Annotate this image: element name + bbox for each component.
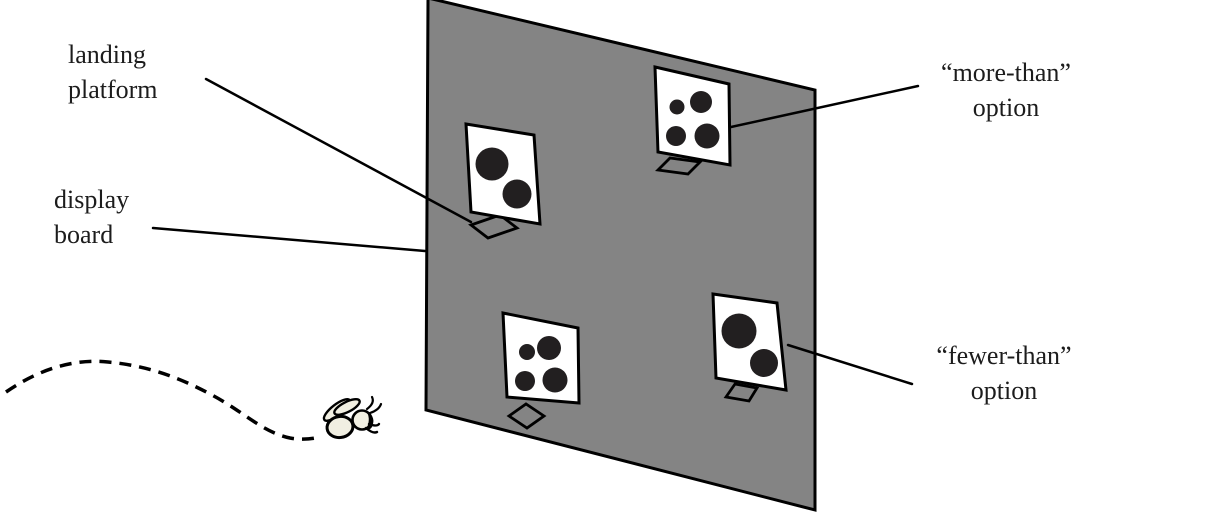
stimulus-dots-top-right	[666, 91, 720, 149]
fly-antenna	[365, 395, 374, 411]
stimulus-card-face	[501, 311, 581, 405]
stimulus-dot	[542, 367, 568, 393]
landing-platform-bottom-left	[506, 402, 547, 430]
display-board	[424, 0, 817, 512]
stimulus-dots-bottom-left	[515, 336, 568, 393]
stimulus-dot	[669, 99, 685, 115]
landing-platform-label-line1: landing	[68, 40, 146, 69]
stimulus-dot	[694, 123, 720, 149]
fly-leg-2	[367, 422, 381, 427]
stimulus-dots-bottom-right	[721, 313, 778, 377]
stimulus-dot	[519, 344, 535, 360]
fewer-than-label-line2: option	[970, 376, 1038, 405]
stimulus-card-bottom-right	[711, 292, 788, 392]
landing-platform-pointer-line	[204, 77, 473, 224]
fewer-than-label-line1: “fewer-than”	[936, 341, 1072, 370]
stimulus-card-bottom-left	[501, 311, 581, 405]
stimulus-dot	[502, 179, 532, 209]
stimulus-dot	[475, 147, 509, 181]
more-than-pointer-line	[729, 84, 920, 129]
fly-antenna-2	[368, 402, 383, 415]
stimulus-dot	[515, 371, 535, 391]
display-board-label-line1: display	[54, 185, 130, 214]
display-board-label-line2: board	[54, 220, 114, 249]
landing-platform-label: landing platform	[68, 37, 158, 107]
fly-icon	[322, 395, 383, 440]
fewer-than-option-label: “fewer-than” option	[918, 338, 1090, 408]
more-than-label-line1: “more-than”	[941, 58, 1071, 87]
landing-platform-top-left	[468, 213, 520, 240]
stimulus-dots-top-left	[475, 147, 532, 209]
stimulus-dot	[537, 336, 561, 360]
stimulus-card-face	[653, 65, 732, 167]
landing-platform-label-line2: platform	[68, 75, 158, 104]
fly-wing-right	[333, 398, 361, 416]
stimulus-dot	[666, 126, 686, 146]
landing-platform-bottom-right	[723, 382, 760, 403]
stimulus-dot	[721, 313, 757, 349]
stimulus-card-top-right	[653, 65, 732, 167]
fly-leg	[364, 426, 379, 434]
more-than-option-label: “more-than” option	[920, 55, 1092, 125]
display-board-label: display board	[54, 182, 129, 252]
stimulus-card-top-left	[464, 122, 542, 226]
more-than-label-line2: option	[972, 93, 1040, 122]
stimulus-dot	[750, 349, 778, 377]
flight-path-dashed-line	[5, 359, 321, 441]
landing-platform-top-right	[655, 156, 703, 176]
fewer-than-pointer-line	[786, 343, 914, 386]
stimulus-dot	[690, 91, 712, 113]
display-board-pointer-line	[151, 226, 427, 253]
